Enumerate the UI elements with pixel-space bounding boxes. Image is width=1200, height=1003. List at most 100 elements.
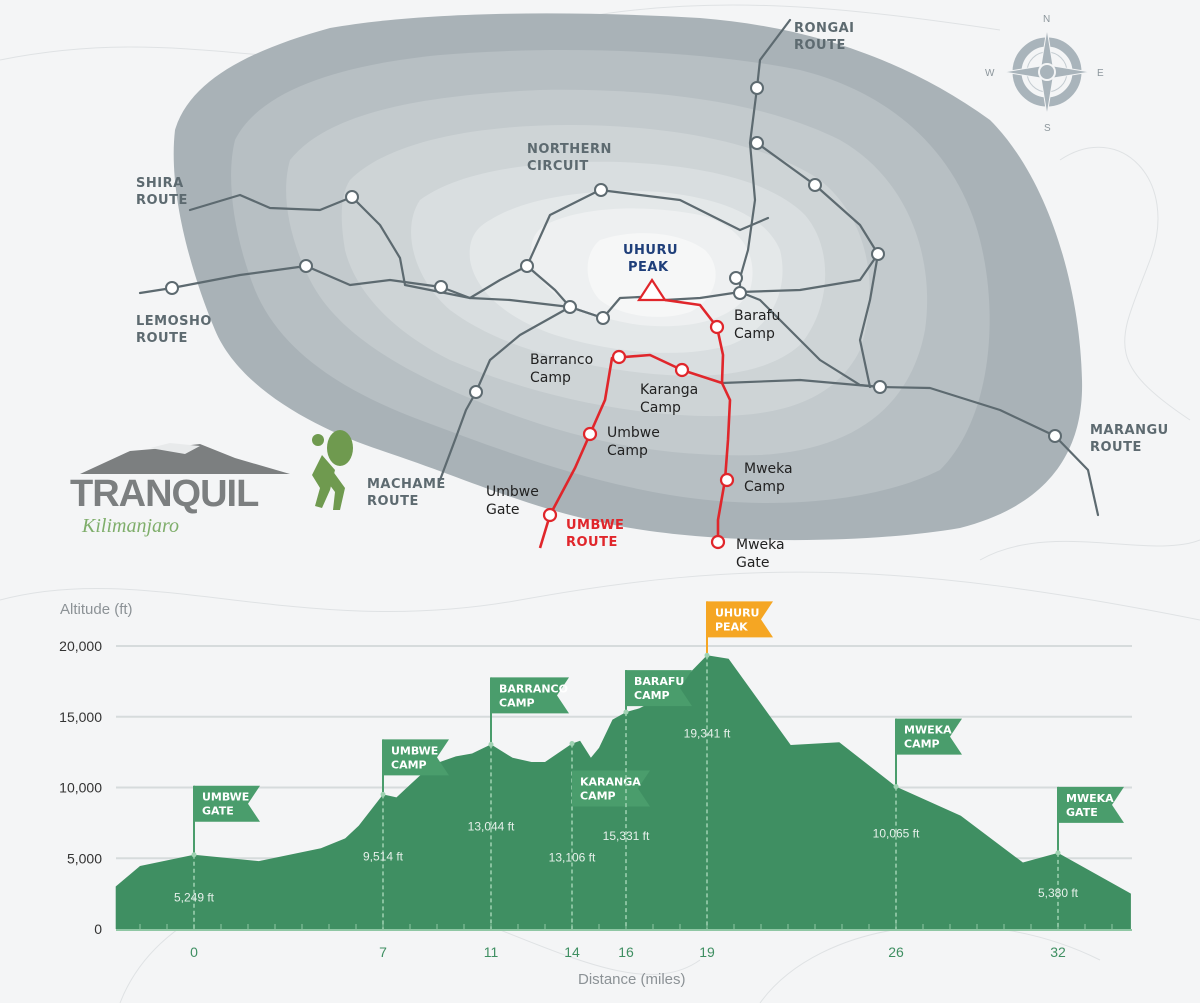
logo-script: Kilimanjaro xyxy=(81,515,179,537)
y-tick-label: 5,000 xyxy=(67,850,102,866)
x-tick-label: 14 xyxy=(564,944,580,960)
flag-label: GATE xyxy=(1066,806,1098,819)
compass-s: S xyxy=(1044,123,1051,134)
umbwe-route-label: UMBWE xyxy=(566,518,624,533)
flag-label: KARANGA xyxy=(580,776,641,789)
mweka-camp-label: Mweka xyxy=(744,461,793,477)
flag-label: UHURU xyxy=(715,606,759,619)
shira-route-line xyxy=(188,193,605,320)
camp-flag xyxy=(383,739,449,776)
x-tick-label: 16 xyxy=(618,944,634,960)
machame-route-label: MACHAME xyxy=(367,477,446,492)
logo-wordmark: TRANQUIL xyxy=(70,473,259,515)
flag-label: CAMP xyxy=(499,696,535,709)
hiker-icon xyxy=(312,430,353,510)
compass-w: W xyxy=(985,68,995,79)
barranco-camp-label: Barranco xyxy=(530,352,593,368)
karanga-camp-label: Karanga xyxy=(640,382,698,398)
rongai-route-label: RONGAI xyxy=(794,21,855,36)
northern-circuit-inner xyxy=(525,264,572,309)
flag-label: MWEKA xyxy=(904,724,952,737)
uhuru-peak-label: UHURU xyxy=(623,243,678,258)
umbwe-camp-label: Umbwe xyxy=(607,425,660,441)
compass-n: N xyxy=(1043,14,1050,25)
shira-route-label-2: ROUTE xyxy=(136,193,188,208)
camp-labels: Barafu Camp Barranco Camp Karanga Camp U… xyxy=(486,308,793,571)
marangu-route-label: MARANGU xyxy=(1090,423,1169,438)
karanga-camp-label-2: Camp xyxy=(640,400,681,416)
lemosho-route-label-2: ROUTE xyxy=(136,331,188,346)
marangu-route-label-2: ROUTE xyxy=(1090,440,1142,455)
y-axis-label: Altitude (ft) xyxy=(60,601,133,618)
barranco-camp-label-2: Camp xyxy=(530,370,571,386)
barafu-camp-label: Barafu xyxy=(734,308,780,324)
lemosho-route-label: LEMOSHO xyxy=(136,314,212,329)
flag-label: CAMP xyxy=(580,790,616,803)
stop-point xyxy=(1055,850,1061,856)
machame-route-label-2: ROUTE xyxy=(367,494,419,509)
machame-route-line xyxy=(438,295,642,482)
flag-label: BARRANCO xyxy=(499,682,568,695)
mweka-camp-label-2: Camp xyxy=(744,479,785,495)
y-tick-label: 10,000 xyxy=(59,780,102,796)
camp-flag xyxy=(896,718,962,755)
y-tick-label: 15,000 xyxy=(59,709,102,725)
compass-rose-icon: N S E W xyxy=(985,14,1104,134)
flag-label: CAMP xyxy=(634,689,670,702)
x-tick-label: 11 xyxy=(484,944,499,960)
x-axis-label: Distance (miles) xyxy=(578,971,686,988)
tranquil-kilimanjaro-logo: TRANQUIL Kilimanjaro xyxy=(70,430,353,537)
route-labels: RONGAI ROUTE NORTHERN CIRCUIT SHIRA ROUT… xyxy=(136,21,1169,550)
northern-circuit-label-2: CIRCUIT xyxy=(527,159,589,174)
camp-flag xyxy=(626,670,692,707)
elevation-label: 5,249 ft xyxy=(174,891,215,905)
route-nodes xyxy=(165,81,1062,550)
shira-route-label: SHIRA xyxy=(136,176,184,191)
uhuru-peak-label-2: PEAK xyxy=(628,260,669,275)
elevation-label: 19,341 ft xyxy=(684,726,731,740)
flag-label: CAMP xyxy=(391,758,427,771)
northern-circuit-label: NORTHERN xyxy=(527,142,612,157)
elevation-label: 10,065 ft xyxy=(873,827,920,841)
y-tick-label: 20,000 xyxy=(59,638,102,654)
umbwe-gate-label: Umbwe xyxy=(486,484,539,500)
camp-flag xyxy=(194,785,260,822)
camp-flag xyxy=(572,770,650,807)
circuit-east xyxy=(858,252,880,389)
flag-label: CAMP xyxy=(904,738,940,751)
summit-flag xyxy=(707,601,773,638)
northern-circuit-line xyxy=(468,188,770,300)
flag-label: BARAFU xyxy=(634,675,684,688)
elevation-label: 15,331 ft xyxy=(603,829,650,843)
stop-point xyxy=(191,852,197,858)
stop-point xyxy=(893,784,899,790)
x-tick-label: 19 xyxy=(699,944,715,960)
mountain-logo-icon xyxy=(80,444,290,474)
marangu-route-line xyxy=(720,378,1100,517)
camp-flag xyxy=(491,677,569,714)
umbwe-camp-label-2: Camp xyxy=(607,443,648,459)
umbwe-gate-label-2: Gate xyxy=(486,502,520,518)
elevation-label: 13,106 ft xyxy=(549,851,596,865)
flag-label: UMBWE xyxy=(202,791,249,804)
elevation-label: 5,380 ft xyxy=(1038,886,1079,900)
x-tick-label: 32 xyxy=(1050,944,1066,960)
mweka-gate-label: Mweka xyxy=(736,537,785,553)
rongai-route-label-2: ROUTE xyxy=(794,38,846,53)
compass-e: E xyxy=(1097,68,1104,79)
stop-point xyxy=(488,741,494,747)
mountain-contours xyxy=(173,13,1083,541)
elevation-label: 9,514 ft xyxy=(363,849,404,863)
stop-point xyxy=(623,709,629,715)
flag-label: GATE xyxy=(202,805,234,818)
